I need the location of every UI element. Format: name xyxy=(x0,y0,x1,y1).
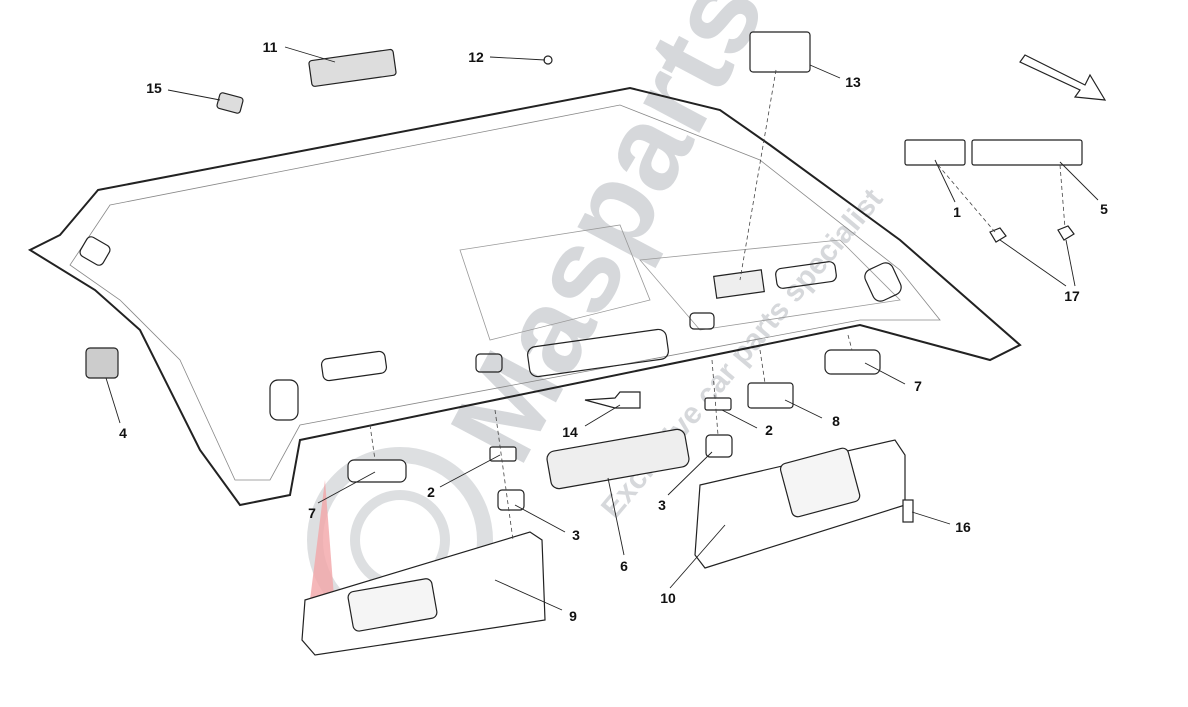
leader-line xyxy=(167,89,221,101)
callout-7: 7 xyxy=(308,505,316,521)
part-3-holder-left xyxy=(497,489,525,511)
leader-line xyxy=(514,504,566,533)
callout-16: 16 xyxy=(955,519,971,535)
leader-line xyxy=(784,399,823,419)
part-17-nut xyxy=(1057,225,1075,241)
watermark-brand: Masparts xyxy=(425,0,791,482)
leader-line xyxy=(911,511,951,525)
part-5-module xyxy=(971,139,1083,166)
leader-line xyxy=(669,524,726,589)
callout-2: 2 xyxy=(765,422,773,438)
callout-8: 8 xyxy=(832,413,840,429)
part-7-lamp-left xyxy=(347,459,407,483)
leader-lines xyxy=(105,46,1099,611)
leader-line xyxy=(584,404,621,427)
leader-line xyxy=(439,454,501,488)
callout-11: 11 xyxy=(263,39,278,55)
part-2-clip-left xyxy=(489,446,517,462)
leader-line xyxy=(284,46,336,63)
part-1-module xyxy=(904,139,966,166)
callout-5: 5 xyxy=(1100,201,1108,217)
part-4-switch xyxy=(85,347,119,379)
part-6-console xyxy=(546,428,690,490)
leader-line xyxy=(864,362,906,385)
callout-1: 1 xyxy=(953,204,961,220)
part-16-bolt xyxy=(902,499,914,523)
direction-arrow-icon xyxy=(1019,54,1107,101)
callout-12: 12 xyxy=(468,49,484,65)
part-7-lamp-right xyxy=(824,349,881,375)
part-11-light xyxy=(308,48,397,87)
part-13-clip xyxy=(749,31,811,73)
callout-4: 4 xyxy=(119,425,127,441)
leader-line xyxy=(1059,161,1099,201)
leader-line xyxy=(721,409,758,429)
leader-line xyxy=(317,471,376,504)
leader-line xyxy=(934,159,956,203)
leader-line xyxy=(1065,239,1076,287)
part-3-holder-right xyxy=(705,434,733,458)
leader-line xyxy=(667,451,713,496)
callout-15: 15 xyxy=(146,80,162,96)
callout-3: 3 xyxy=(658,497,666,513)
leader-line xyxy=(809,64,841,79)
leader-line xyxy=(999,239,1067,287)
callout-17: 17 xyxy=(1064,288,1080,304)
callout-10: 10 xyxy=(660,590,676,606)
headliner xyxy=(27,86,1022,507)
callout-7: 7 xyxy=(914,378,922,394)
part-8-switch xyxy=(747,382,794,409)
part-14-wire xyxy=(584,391,641,409)
leader-line xyxy=(607,477,625,556)
callout-3: 3 xyxy=(572,527,580,543)
part-15-cap xyxy=(216,92,244,114)
guide-lines xyxy=(369,69,1066,541)
callout-9: 9 xyxy=(569,608,577,624)
part-12-screw xyxy=(543,55,553,65)
leader-line xyxy=(489,56,546,61)
callout-14: 14 xyxy=(562,424,578,440)
callout-6: 6 xyxy=(620,558,628,574)
leader-line xyxy=(105,377,121,424)
callout-2: 2 xyxy=(427,484,435,500)
part-17-nut xyxy=(989,227,1007,243)
part-2-clip-right xyxy=(704,397,732,411)
callout-13: 13 xyxy=(845,74,861,90)
leader-line xyxy=(494,579,563,611)
small-parts xyxy=(85,31,1107,656)
